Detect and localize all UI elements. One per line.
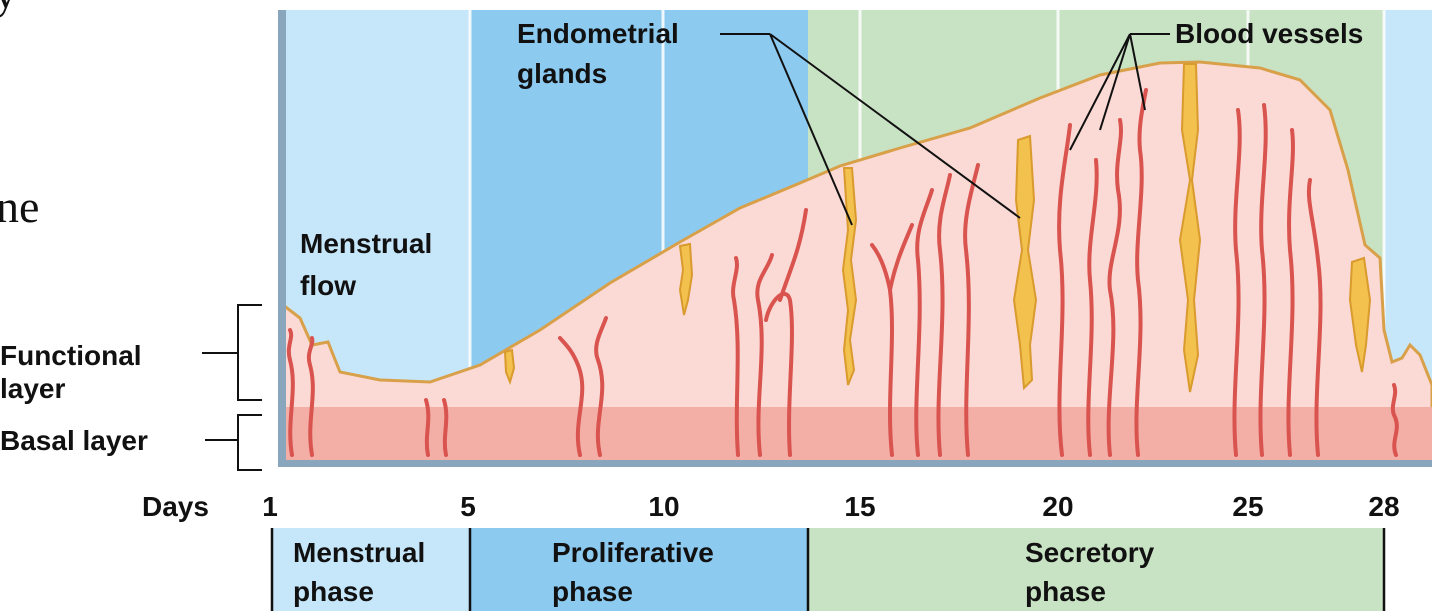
day-axis: Days 1 5 10 15 20 25 28 bbox=[142, 491, 1400, 522]
tick-day: 20 bbox=[1042, 491, 1073, 522]
vessel bbox=[426, 400, 428, 455]
label-menstrual-flow-line1: Menstrual bbox=[300, 228, 432, 259]
label-blood-vessels: Blood vessels bbox=[1175, 18, 1363, 49]
phase-label-menstrual-line1: Menstrual bbox=[293, 537, 425, 568]
label-functional-layer-line2: layer bbox=[0, 373, 65, 404]
tick-day: 1 bbox=[262, 491, 278, 522]
slide-text-fragment-top: y bbox=[0, 0, 17, 18]
tick-day: 15 bbox=[844, 491, 875, 522]
tick-day: 10 bbox=[648, 491, 679, 522]
slide-text-fragment-middle: ne bbox=[0, 181, 39, 232]
phase-legend: Menstrual phase Proliferative phase Secr… bbox=[272, 528, 1384, 611]
vessel bbox=[444, 400, 446, 455]
phase-label-proliferative-line2: phase bbox=[552, 576, 633, 607]
axis-label-days: Days bbox=[142, 491, 209, 522]
bracket-functional-layer bbox=[202, 305, 262, 400]
tick-day: 25 bbox=[1232, 491, 1263, 522]
phase-label-secretory-line1: Secretory bbox=[1025, 537, 1155, 568]
label-endometrial-glands-line2: glands bbox=[517, 58, 607, 89]
label-basal-layer: Basal layer bbox=[0, 425, 148, 456]
label-menstrual-flow-line2: flow bbox=[300, 270, 356, 301]
bracket-basal-layer bbox=[205, 415, 262, 470]
phase-label-menstrual-line2: phase bbox=[293, 576, 374, 607]
tick-day: 5 bbox=[460, 491, 476, 522]
label-functional-layer-line1: Functional bbox=[0, 340, 142, 371]
label-endometrial-glands-line1: Endometrial bbox=[517, 18, 679, 49]
phase-label-secretory-line2: phase bbox=[1025, 576, 1106, 607]
tick-day: 28 bbox=[1368, 491, 1399, 522]
phase-label-proliferative-line1: Proliferative bbox=[552, 537, 714, 568]
